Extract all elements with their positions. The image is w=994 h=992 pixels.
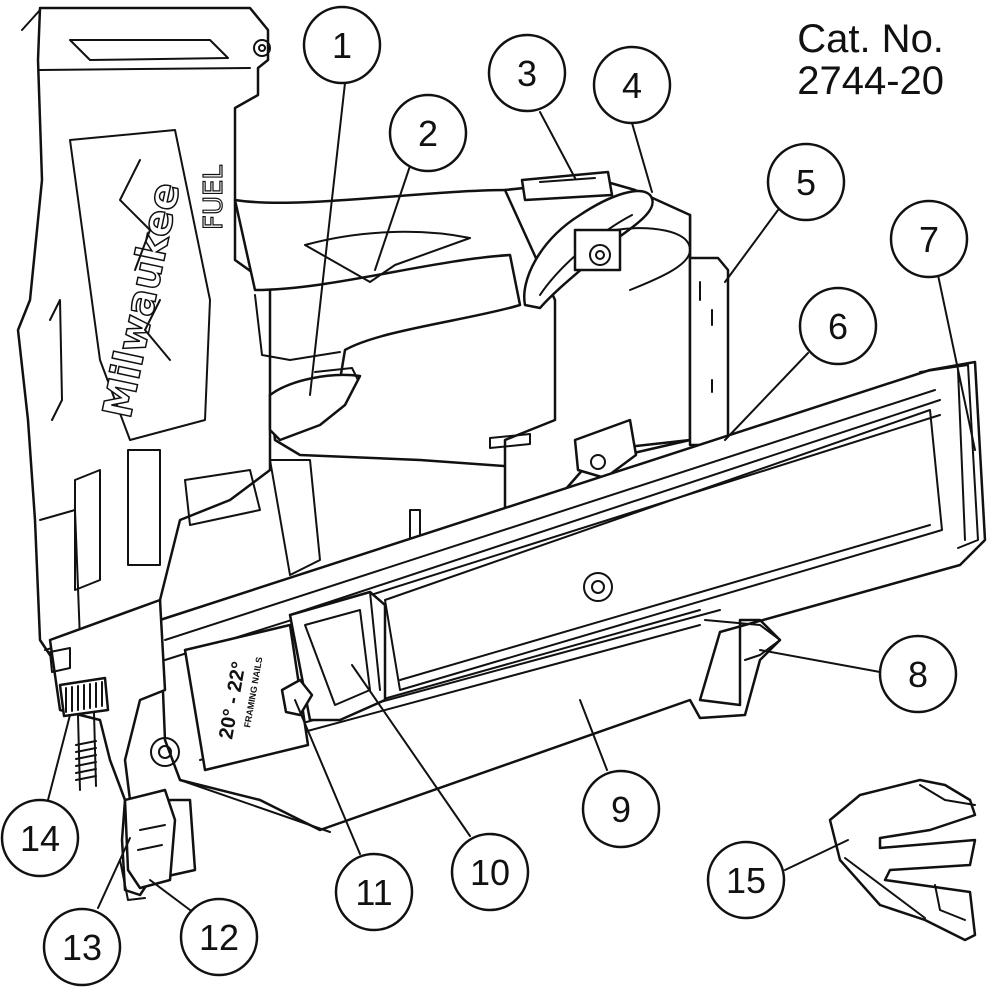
leader-12 [149,879,191,911]
callout-4: 4 [592,45,672,125]
callout-13: 13 [42,907,122,987]
callout-10: 10 [450,832,530,912]
svg-text:10: 10 [470,852,510,893]
leader-2 [374,159,413,271]
svg-text:3: 3 [517,53,537,94]
svg-text:14: 14 [20,818,60,859]
callout-8: 8 [878,634,958,714]
callout-14: 14 [0,798,80,878]
svg-text:15: 15 [726,860,766,901]
svg-text:5: 5 [796,162,816,203]
leader-13 [97,837,131,909]
callout-2: 2 [388,93,468,173]
callout-12: 12 [179,897,259,977]
callout-9: 9 [581,769,661,849]
motor-housing: Milwaukee FUEL [16,6,272,672]
magazine-label-area: 20° - 22° FRAMING NAILS [183,590,387,772]
svg-text:2: 2 [418,113,438,154]
svg-text:4: 4 [622,65,642,106]
callouts: 1 2 3 4 5 6 7 8 9 10 11 12 13 14 15 [0,5,969,987]
callout-1: 1 [302,5,382,85]
svg-text:7: 7 [919,219,939,260]
callout-6: 6 [798,286,878,366]
leader-8 [759,649,881,673]
catalog-label: Cat. No. [797,17,944,61]
leader-10 [351,664,471,837]
leader-9 [579,699,608,771]
catalog-number: Cat. No. 2744-20 [797,18,944,102]
svg-text:8: 8 [908,654,928,695]
no-mar-pad-part [828,778,977,942]
rear-body [269,170,730,576]
svg-text:6: 6 [828,306,848,347]
svg-text:13: 13 [62,927,102,968]
sub-brand-logo: FUEL [199,165,229,230]
leader-1 [309,82,346,396]
callout-7: 7 [889,199,969,279]
leader-15 [784,839,849,871]
leader-7 [937,274,976,451]
leader-lines [47,82,976,911]
magazine [158,360,987,833]
callout-11: 11 [334,852,414,932]
svg-text:9: 9 [611,789,631,830]
leader-4 [631,122,653,193]
callout-15: 15 [706,840,786,920]
catalog-value: 2744-20 [797,59,944,103]
nose-assembly [48,598,197,901]
leader-5 [724,209,779,283]
svg-text:11: 11 [355,872,392,913]
leader-6 [724,352,809,441]
leader-14 [47,714,71,801]
svg-text:12: 12 [199,917,239,958]
leader-11 [294,699,361,855]
svg-text:1: 1 [332,25,352,66]
callout-3: 3 [487,33,567,113]
callout-5: 5 [766,142,846,222]
leader-3 [539,111,576,179]
